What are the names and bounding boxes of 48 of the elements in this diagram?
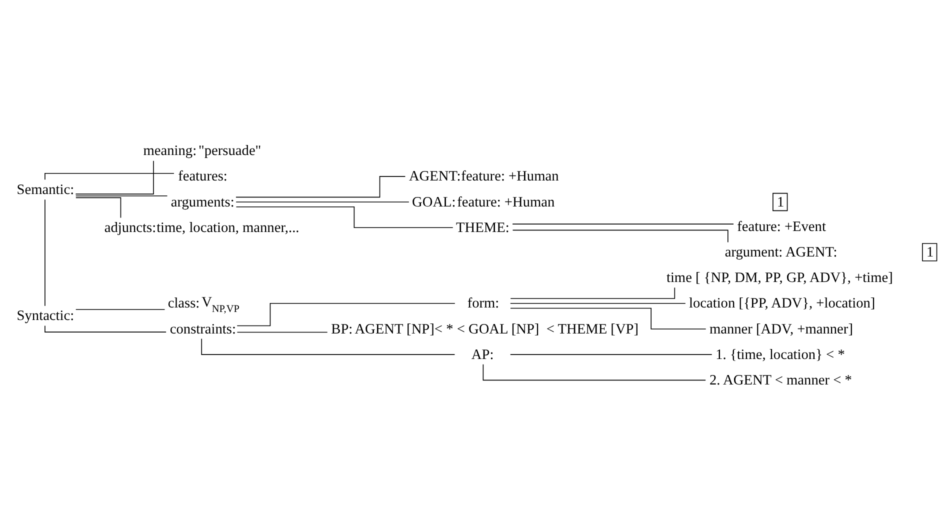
connector bbox=[512, 223, 734, 224]
node-text: GOAL: bbox=[412, 194, 456, 210]
connector bbox=[74, 308, 165, 310]
node-text: THEME: bbox=[456, 219, 509, 236]
node-label: feature: +Human bbox=[456, 194, 554, 210]
node-text: manner [ADV, +manner] bbox=[708, 320, 852, 337]
node-text: Syntactic: bbox=[16, 307, 74, 324]
connector bbox=[236, 331, 328, 332]
node-text: constraints: bbox=[169, 320, 236, 337]
connector bbox=[509, 302, 686, 304]
node-text: 2. AGENT < manner < * bbox=[708, 372, 852, 388]
connector bbox=[235, 206, 453, 228]
connector bbox=[236, 302, 455, 326]
node-label: time, location, manner,... bbox=[156, 219, 299, 236]
node-text: meaning: bbox=[142, 142, 196, 159]
node-box: 1 bbox=[922, 242, 937, 261]
connector bbox=[44, 198, 45, 306]
connector bbox=[74, 160, 154, 194]
connector bbox=[510, 307, 706, 329]
connector bbox=[235, 176, 406, 198]
node-text: BP: bbox=[330, 320, 352, 337]
connector bbox=[44, 324, 166, 332]
connector bbox=[74, 194, 168, 196]
node-text: argument: AGENT: bbox=[724, 244, 837, 260]
node-text: AP: bbox=[470, 346, 494, 362]
node-text: location [{PP, ADV}, +location] bbox=[688, 295, 875, 312]
node-text: form: bbox=[466, 295, 499, 312]
node-text: Semantic: bbox=[16, 182, 74, 198]
connector bbox=[512, 229, 728, 242]
node-label: V$_{NP,VP}$ bbox=[201, 294, 239, 315]
node-text: features: bbox=[178, 168, 227, 184]
connector bbox=[44, 172, 174, 180]
node-text: time [ {NP, DM, PP, GP, ADV}, +time] bbox=[666, 270, 892, 286]
node-text: AGENT: bbox=[408, 168, 460, 184]
node-box: 1 bbox=[772, 192, 788, 211]
connector bbox=[75, 196, 121, 218]
node-label: "persuade" bbox=[198, 142, 261, 159]
node-label: feature: +Human bbox=[460, 168, 558, 184]
node-text: adjuncts: bbox=[104, 219, 156, 236]
node-text: arguments: bbox=[170, 194, 234, 210]
node-text: 1. {time, location} < * bbox=[715, 346, 844, 362]
node-label: AGENT [NP]< * < GOAL [NP] < THEME [VP] bbox=[354, 320, 638, 337]
connector bbox=[510, 286, 675, 298]
node-text: feature: +Event bbox=[736, 218, 826, 234]
connector bbox=[235, 201, 409, 202]
node-text: class: bbox=[167, 295, 200, 312]
connector bbox=[200, 338, 455, 354]
connector bbox=[482, 363, 706, 380]
